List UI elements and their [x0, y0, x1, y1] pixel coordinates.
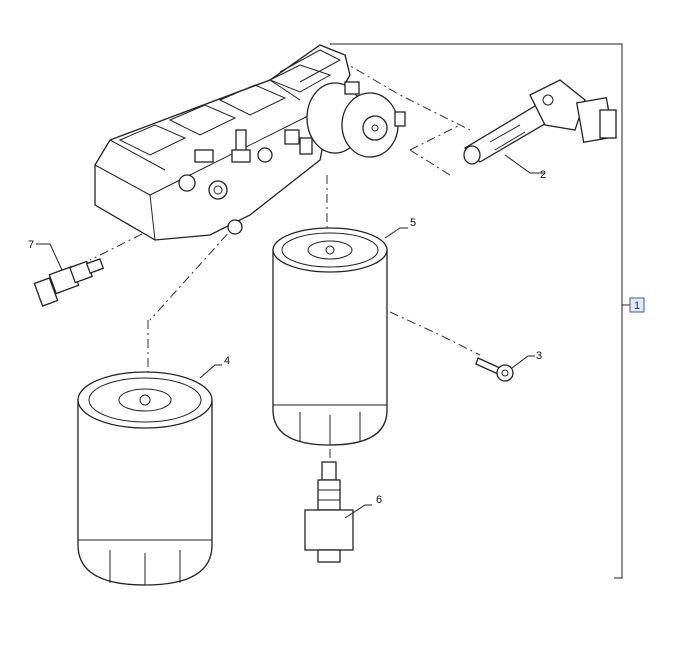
callout-6: 6	[376, 494, 382, 506]
part-4-oil-filter	[77, 371, 213, 586]
leader-5	[384, 227, 408, 239]
leader-7	[36, 243, 63, 271]
assembly-bracket	[330, 43, 630, 579]
part-3-bolt	[475, 357, 514, 382]
filter-head-housing	[94, 44, 351, 241]
part-2-pressure-sensor	[463, 79, 617, 165]
assembly-callout-box: 1	[629, 297, 645, 313]
callout-2: 2	[540, 169, 546, 181]
leader-2	[504, 154, 545, 174]
leader-3	[511, 355, 535, 369]
primer-pump	[306, 81, 406, 158]
part-6-water-sensor	[304, 461, 354, 563]
callout-4: 4	[224, 355, 230, 367]
leader-6	[344, 504, 372, 519]
assembly-number: 1	[634, 300, 640, 312]
leader-4	[199, 364, 222, 379]
callout-5: 5	[410, 217, 416, 229]
callout-7: 7	[28, 239, 34, 251]
part-5-fuel-filter	[272, 227, 388, 446]
part-7-temperature-sensor	[33, 258, 105, 307]
callout-3: 3	[536, 350, 542, 362]
